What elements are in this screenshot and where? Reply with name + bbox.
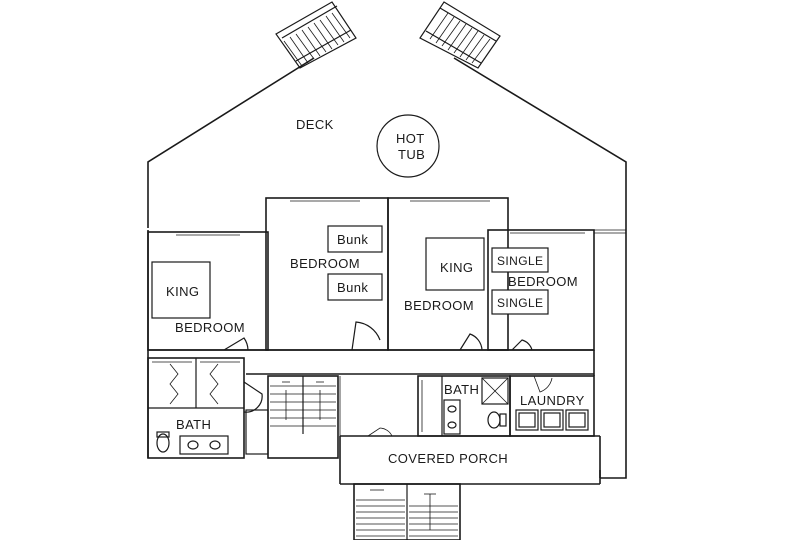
bedroom-bunk-label: BEDROOM	[290, 256, 360, 271]
single-bed-top: SINGLE	[491, 247, 549, 273]
bedroom-center-label: BEDROOM	[404, 298, 474, 313]
closet-doors-left	[169, 363, 219, 405]
bath-right-label: BATH	[444, 382, 479, 397]
deck-outline	[147, 57, 627, 479]
stair-top-right	[419, 1, 501, 69]
bath-left-walls	[147, 357, 245, 459]
stair-top-left	[275, 1, 357, 69]
king-center-label: KING	[440, 260, 473, 275]
laundry-appliances	[515, 409, 589, 431]
bedroom-right-label: BEDROOM	[508, 274, 578, 289]
king-bed-left: KING	[151, 261, 211, 319]
bedroom-doors	[223, 321, 533, 351]
hallway-walls	[148, 349, 595, 376]
single-bed-bottom: SINGLE	[491, 289, 549, 315]
hot-tub-label-1: HOT	[396, 131, 425, 146]
deck-label: DECK	[296, 117, 334, 132]
bath-left-fixtures	[156, 409, 269, 455]
stair-interior	[267, 375, 341, 459]
hall-door-left	[243, 381, 263, 413]
king-bed-center: KING	[425, 237, 485, 291]
bunk-bed-top: Bunk	[327, 225, 383, 253]
bedroom-left-label: BEDROOM	[175, 320, 245, 335]
single-top-label: SINGLE	[497, 254, 543, 268]
laundry-label: LAUNDRY	[520, 393, 585, 408]
single-bottom-label: SINGLE	[497, 296, 543, 310]
bunk-bottom-label: Bunk	[337, 280, 368, 295]
bath-left-label: BATH	[176, 417, 211, 432]
bunk-bed-bottom: Bunk	[327, 273, 383, 301]
hot-tub	[376, 114, 440, 178]
bunk-top-label: Bunk	[337, 232, 368, 247]
covered-porch-label: COVERED PORCH	[388, 451, 508, 466]
king-left-label: KING	[166, 284, 199, 299]
bath-right-fixtures	[443, 377, 509, 435]
hot-tub-label-2: TUB	[398, 147, 425, 162]
stair-entry	[353, 483, 461, 540]
